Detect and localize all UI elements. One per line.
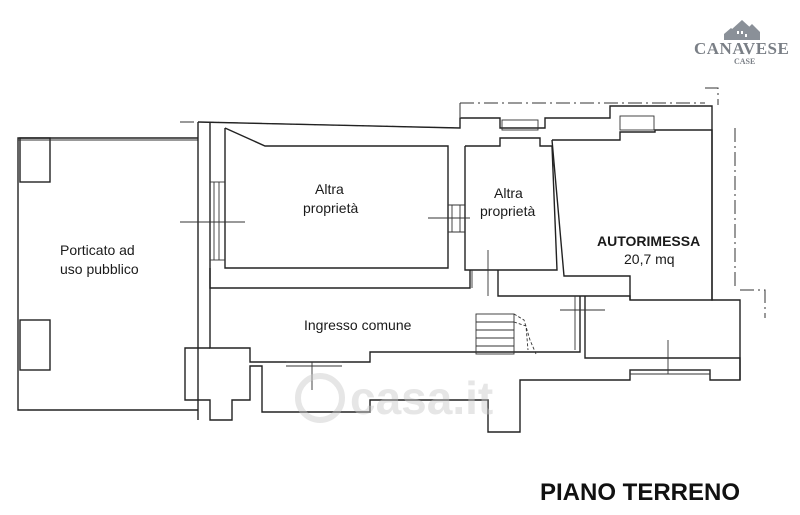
casa-it-watermark: casa.it xyxy=(295,372,493,424)
altra1-label-line2: proprietà xyxy=(303,200,358,216)
page-title: PIANO TERRENO xyxy=(540,479,740,506)
altra2-label-line1: Altra xyxy=(494,185,523,201)
porticato-label-line1: Porticato ad xyxy=(60,242,135,258)
watermark-text: casa.it xyxy=(350,372,493,424)
logo-sub: CASE xyxy=(734,57,755,66)
autorimessa-area: 20,7 mq xyxy=(624,251,675,267)
canavese-case-logo: CANAVESE CASE xyxy=(694,20,789,66)
property-boundary xyxy=(180,87,766,318)
altra2-label-line2: proprietà xyxy=(480,203,535,219)
column-bottom xyxy=(19,319,51,371)
house-logo-icon xyxy=(724,20,760,40)
logo-name: CANAVESE xyxy=(694,39,789,58)
altra1-label-line1: Altra xyxy=(315,181,344,197)
porticato-area xyxy=(17,137,198,411)
column-top xyxy=(19,137,51,183)
autorimessa-label: AUTORIMESSA xyxy=(597,233,700,249)
staircase xyxy=(475,313,537,355)
porticato-label-line2: uso pubblico xyxy=(60,261,139,277)
building-walls xyxy=(180,105,741,433)
ingresso-label: Ingresso comune xyxy=(304,317,412,333)
